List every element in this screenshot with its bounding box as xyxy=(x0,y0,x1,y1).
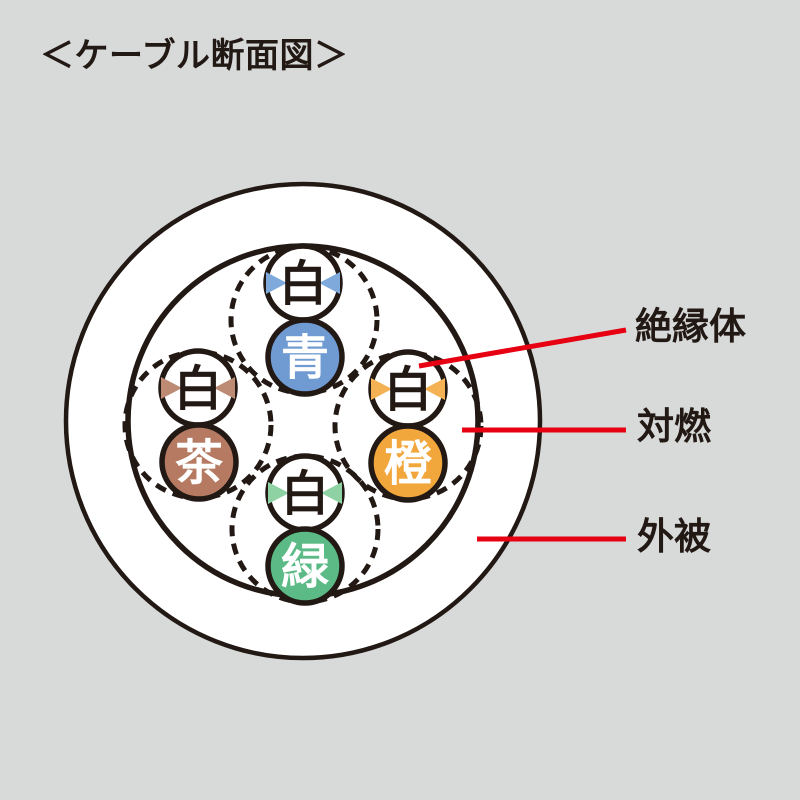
white-wire-label: 白 xyxy=(281,466,329,522)
white-wire-label: 白 xyxy=(279,256,327,312)
blue-wire-circle xyxy=(265,317,345,397)
twisted-pair-blue: 白 青 xyxy=(263,243,345,397)
orange-wire-circle xyxy=(368,423,448,503)
blue-stripe-arrow-left-icon xyxy=(266,272,287,294)
label-jacket: 外被 xyxy=(637,515,711,558)
brown-stripe-arrow-right-icon xyxy=(214,377,235,399)
label-insulator: 絶縁体 xyxy=(635,305,746,348)
green-stripe-arrow-right-icon xyxy=(321,482,342,504)
brown-wire-label: 茶 xyxy=(175,435,224,491)
green-wire-circle xyxy=(265,526,345,606)
annotation-line-insulator xyxy=(418,327,627,369)
green-stripe-arrow-left-icon xyxy=(268,482,289,504)
brown-wire-circle xyxy=(159,422,239,502)
white-wire-label: 白 xyxy=(384,362,432,418)
page-title: ＜ケーブル断面図＞ xyxy=(40,36,349,76)
blue-stripe-arrow-right-icon xyxy=(319,272,340,294)
brown-stripe-arrow-left-icon xyxy=(161,377,182,399)
label-pair: 対燃 xyxy=(637,405,712,448)
white-wire-label: 白 xyxy=(174,361,222,417)
twisted-pair-green: 白 緑 xyxy=(265,453,345,606)
orange-stripe-arrow-right-icon xyxy=(424,378,445,400)
twisted-pair-orange: 白 橙 xyxy=(368,349,448,503)
green-wire-label: 緑 xyxy=(281,539,330,595)
orange-stripe-arrow-left-icon xyxy=(371,378,392,400)
orange-wire-label: 橙 xyxy=(384,436,433,492)
blue-wire-label: 青 xyxy=(281,330,329,386)
twisted-pair-brown: 白 茶 xyxy=(158,348,239,502)
